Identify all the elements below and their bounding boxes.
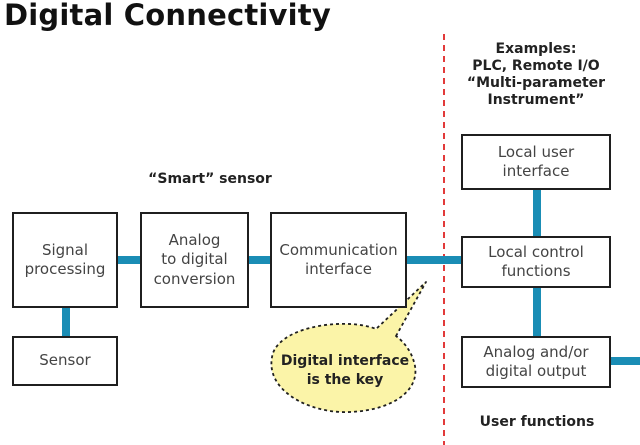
- callout-bubble: [270, 281, 427, 413]
- analog-to-digital-box: Analog to digital conversion: [140, 212, 249, 308]
- page-title: Digital Connectivity: [4, 0, 331, 32]
- examples-label: Examples: PLC, Remote I/O “Multi-paramet…: [466, 41, 606, 109]
- user-functions-label: User functions: [479, 414, 595, 430]
- smart-sensor-label: “Smart” sensor: [148, 171, 272, 187]
- signal-processing-box: Signal processing: [12, 212, 118, 308]
- communication-interface-box: Communication interface: [270, 212, 407, 308]
- local-user-interface-box: Local user interface: [461, 134, 611, 190]
- analog-digital-output-box: Analog and/or digital output: [461, 336, 611, 388]
- callout-text: Digital interface is the key: [280, 353, 410, 388]
- sensor-box: Sensor: [12, 336, 118, 386]
- local-control-functions-box: Local control functions: [461, 236, 611, 288]
